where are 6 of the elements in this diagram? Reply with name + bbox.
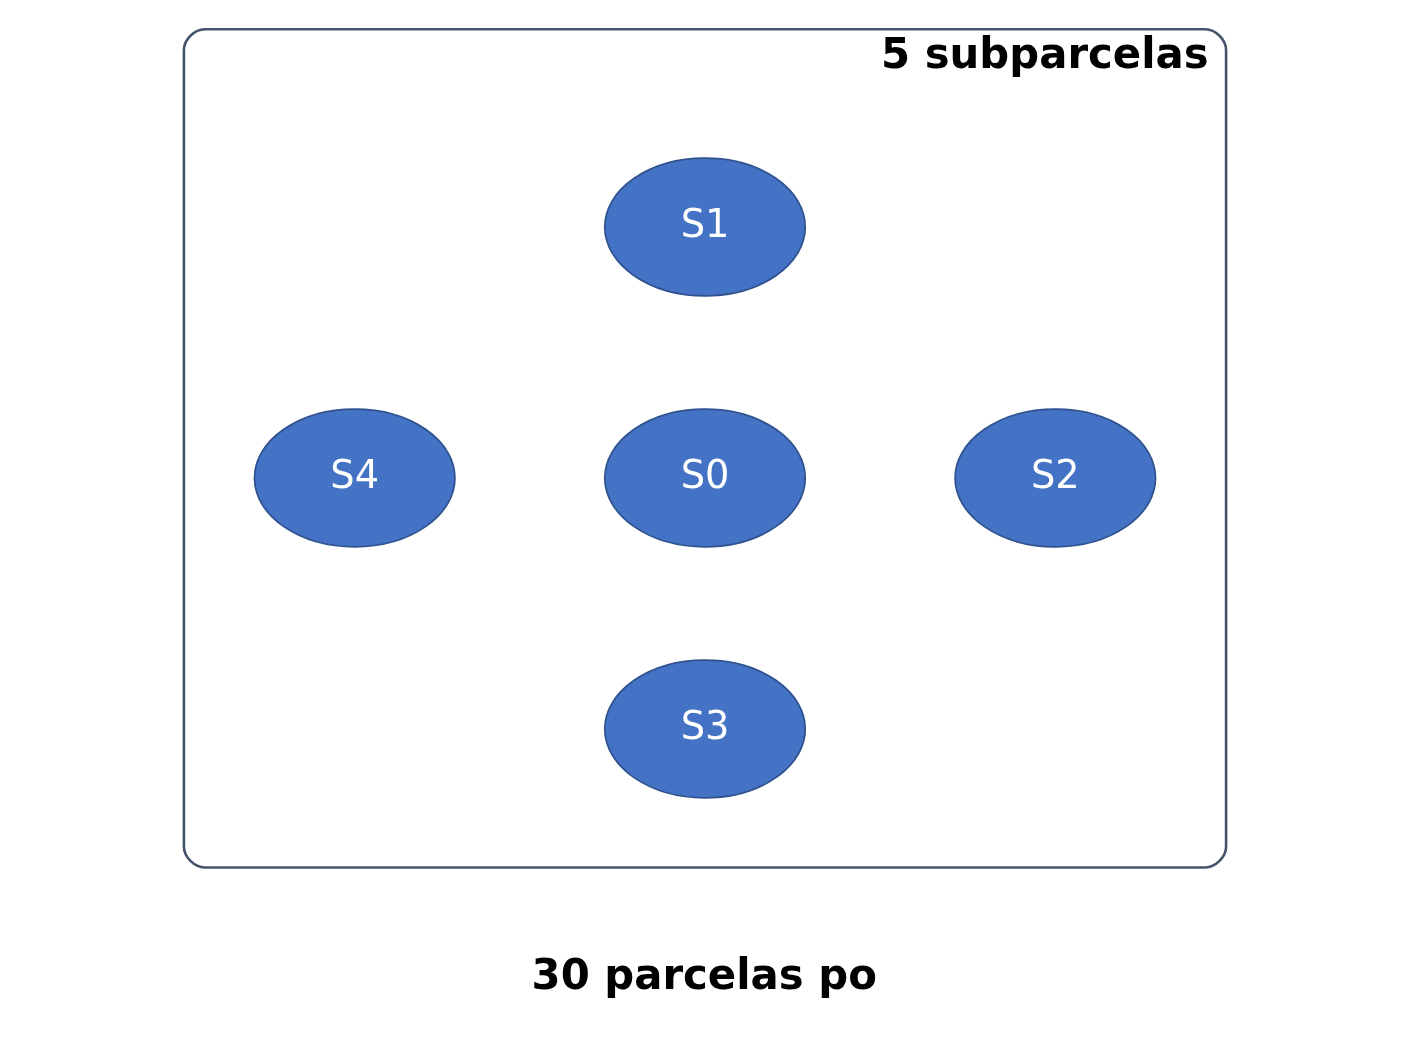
node-ellipse: S4 xyxy=(253,408,456,548)
label: 30 parcelas po xyxy=(531,949,877,999)
node-ellipse: S2 xyxy=(953,408,1156,548)
node-ellipse: S1 xyxy=(603,157,806,297)
node-ellipse: S3 xyxy=(603,659,806,799)
node-ellipse: S0 xyxy=(603,408,806,548)
